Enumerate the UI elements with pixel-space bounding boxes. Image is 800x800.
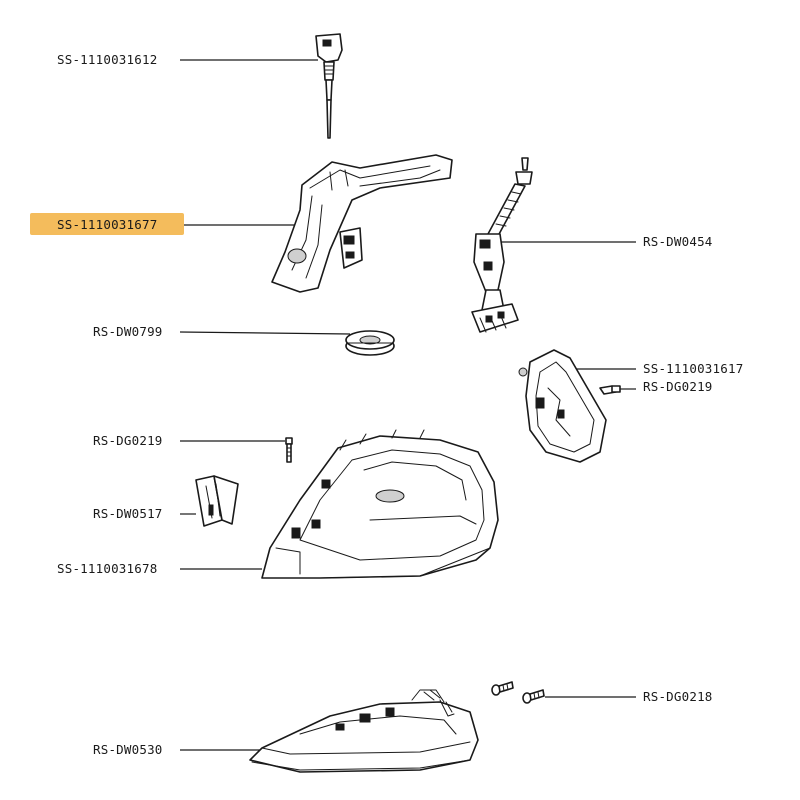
part-housing[interactable] [261, 429, 499, 579]
part-rear-cover[interactable] [518, 349, 607, 463]
label-housing[interactable]: SS-1110031678 [57, 561, 157, 576]
label-clip[interactable]: RS-DW0517 [93, 506, 163, 521]
label-screws-bottom[interactable]: RS-DG0218 [643, 689, 713, 704]
part-screws-bottom[interactable] [491, 681, 545, 704]
label-rear-cover[interactable]: SS-1110031617 [643, 361, 743, 376]
part-soleplate[interactable] [249, 689, 479, 773]
part-cord-guard[interactable] [315, 33, 343, 139]
label-handle[interactable]: SS-1110031677 [57, 217, 157, 232]
part-screw-rear[interactable] [599, 385, 621, 395]
label-knob[interactable]: RS-DW0799 [93, 324, 163, 339]
label-screw-rear[interactable]: RS-DG0219 [643, 379, 713, 394]
screw-bottom-1 [491, 681, 514, 696]
label-soleplate[interactable]: RS-DW0530 [93, 742, 163, 757]
part-clip[interactable] [195, 475, 239, 527]
label-steam-rod[interactable]: RS-DW0454 [643, 234, 713, 249]
part-handle[interactable] [271, 154, 453, 293]
screw-bottom-2 [522, 689, 545, 704]
leader-knob [179, 331, 351, 335]
part-screw-left[interactable] [285, 437, 293, 463]
label-highlight [30, 213, 184, 235]
label-cord-guard[interactable]: SS-1110031612 [57, 52, 157, 67]
label-screw-left[interactable]: RS-DG0219 [93, 433, 163, 448]
part-knob[interactable] [345, 330, 395, 356]
part-steam-rod[interactable] [471, 157, 533, 333]
